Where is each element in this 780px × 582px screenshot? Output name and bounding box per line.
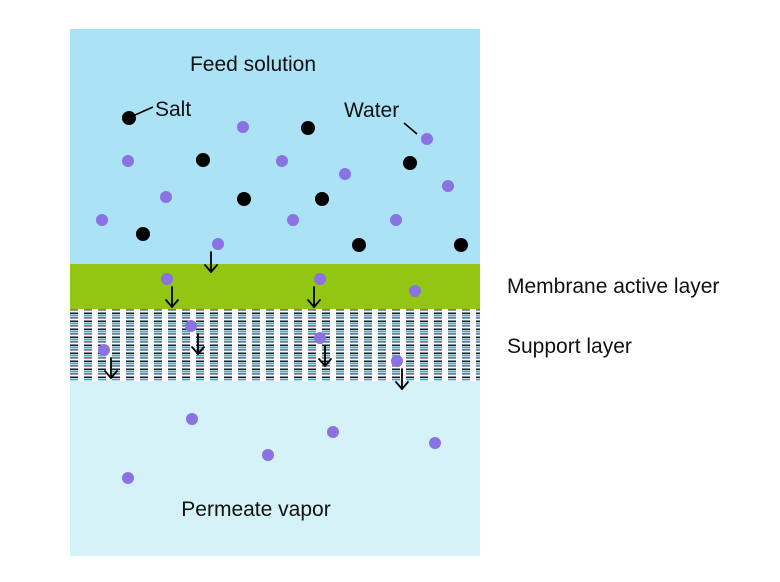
water-particle [237,121,249,133]
water-particle [212,238,224,250]
water-particle [409,285,421,297]
support-layer [70,309,480,381]
water-particle [186,413,198,425]
salt-particle [122,111,136,125]
water-particle [262,449,274,461]
water-particle [161,273,173,285]
water-particle [327,426,339,438]
support-layer-label: Support layer [507,335,632,358]
water-particle [122,472,134,484]
salt-particle [352,238,366,252]
down-arrow-icon [318,345,332,368]
water-particle [421,133,433,145]
salt-particle [403,156,417,170]
salt-particle [454,238,468,252]
transport-arrows [104,251,409,391]
water-particle [391,355,403,367]
feed-region [70,29,480,264]
down-arrow-icon [165,286,179,309]
water-particle [314,273,326,285]
down-arrow-icon [204,251,218,274]
feed-solution-label: Feed solution [190,53,316,76]
salt-particle [237,192,251,206]
salt-particle [196,153,210,167]
water-particle [98,344,110,356]
down-arrow-icon [307,286,321,309]
water-leader-line [403,122,418,135]
down-arrow-icon [104,357,118,380]
down-arrow-icon [395,368,409,391]
salt-particle [136,227,150,241]
water-particle [185,320,197,332]
membrane-active-layer-label: Membrane active layer [507,275,719,298]
salt-leader-line [134,106,154,116]
water-label: Water [344,99,399,122]
salt-particle [301,121,315,135]
water-particle [122,155,134,167]
salt-particle [315,192,329,206]
water-particle [390,214,402,226]
water-particle [339,168,351,180]
salt-label: Salt [155,98,191,121]
permeate-region [70,381,480,556]
water-particle [276,155,288,167]
water-particle [314,332,326,344]
water-particle [287,214,299,226]
down-arrow-icon [191,333,205,356]
water-particle [442,180,454,192]
water-particle [429,437,441,449]
water-particle [96,214,108,226]
water-particle [160,191,172,203]
permeate-vapor-label: Permeate vapor [181,498,330,521]
